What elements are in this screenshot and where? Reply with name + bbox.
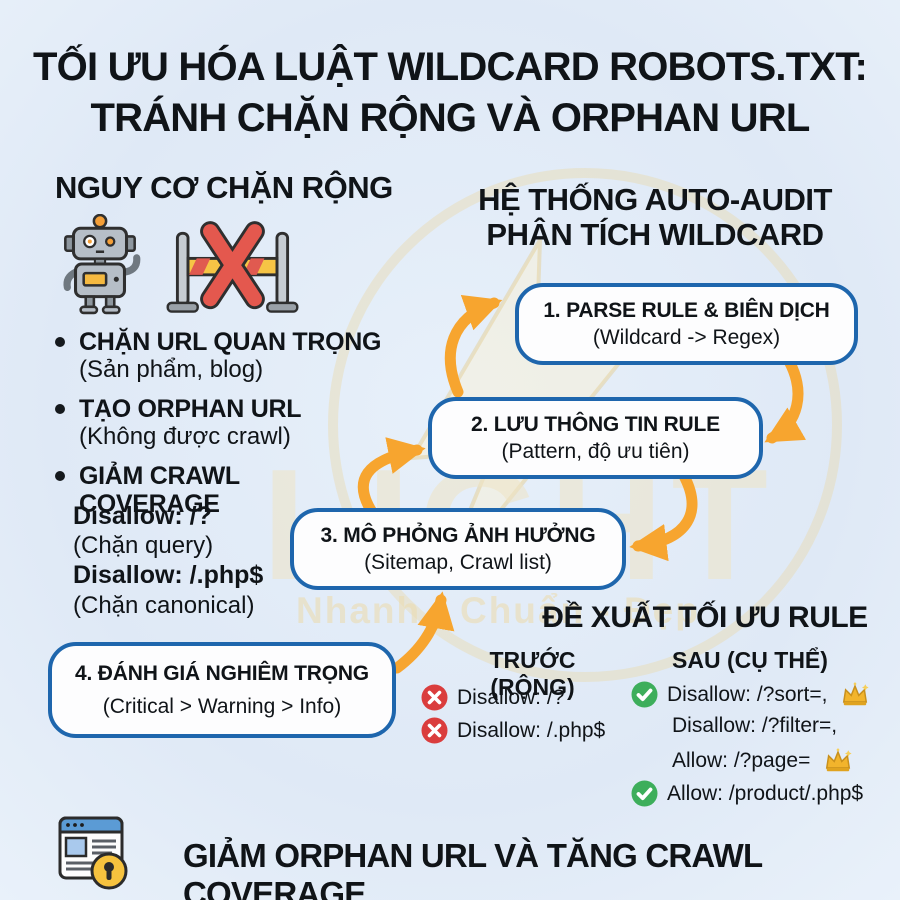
crown-icon (843, 682, 870, 706)
robot-icon (63, 214, 141, 315)
risk-bullet: CHẶN URL QUAN TRỌNG (Sản phẩm, blog) (55, 328, 385, 385)
watermark-tagline: Nhanh - Chuẩn - Đẹp (296, 590, 700, 631)
rule-text: Disallow: /?sort=, (667, 682, 828, 706)
step-title: 1. PARSE RULE & BIÊN DỊCH (543, 298, 830, 322)
audit-heading-line-2: PHÂN TÍCH WILDCARD (486, 216, 824, 252)
bullet-subtitle: (Không được crawl) (79, 422, 291, 450)
audit-section-heading: HỆ THỐNG AUTO-AUDIT PHÂN TÍCH WILDCARD (430, 182, 880, 252)
barrier-icon (166, 221, 299, 313)
x-circle-icon (421, 684, 448, 711)
rule-text: Disallow: /?filter=, (672, 714, 838, 737)
audit-heading-line-1: HỆ THỐNG AUTO-AUDIT (478, 182, 832, 217)
flow-step-3: 3. MÔ PHỎNG ẢNH HƯỞNG (Sitemap, Crawl li… (290, 508, 626, 590)
title-line-1: TỐI ƯU HÓA LUẬT WILDCARD ROBOTS.TXT: (33, 45, 868, 89)
bullet-dot (55, 470, 65, 481)
check-circle-icon (631, 780, 658, 807)
check-circle-icon (631, 681, 658, 708)
bullet-dot (55, 403, 65, 414)
flow-step-1: 1. PARSE RULE & BIÊN DỊCH (Wildcard -> R… (515, 283, 858, 365)
robots-code-block: Disallow: /? (Chặn query) Disallow: /.ph… (73, 501, 263, 620)
after-column-heading: SAU (CỤ THỂ) (672, 647, 828, 673)
rule-text: Allow: /?page= (672, 748, 811, 772)
x-circle-icon (421, 717, 448, 744)
step-subtitle: (Sitemap, Crawl list) (364, 550, 552, 574)
step-subtitle: (Wildcard -> Regex) (592, 325, 781, 349)
rule-text: Disallow: /.php$ (457, 718, 606, 742)
before-column-heading: TRƯỚC (RỘNG) (489, 647, 576, 700)
arrow-step2-to-step1 (444, 295, 503, 398)
footer-conclusion: GIẢM ORPHAN URL VÀ TĂNG CRAWL COVERAGE (183, 837, 763, 900)
code-line-note: (Chặn query) (73, 532, 214, 560)
after-rule-row: Disallow: /?sort=, (631, 681, 870, 708)
rule-text: Allow: /product/.php$ (667, 781, 864, 805)
risk-section-heading: NGUY CƠ CHẶN RỘNG (55, 170, 393, 205)
arrow-step2-to-step3 (629, 468, 698, 562)
flow-step-4: 4. ĐÁNH GIÁ NGHIÊM TRỌNG (Critical > War… (48, 642, 396, 738)
step-title: 4. ĐÁNH GIÁ NGHIÊM TRỌNG (75, 661, 369, 685)
suggestion-heading: ĐỀ XUẤT TỐI ƯU RULE (542, 601, 868, 634)
title-line-2: TRÁNH CHẶN RỘNG VÀ ORPHAN URL (90, 96, 810, 141)
browser-lock-icon (58, 816, 128, 890)
bullet-title: GIẢM CRAWL COVERAGE (79, 461, 240, 518)
arrow-step1-to-step2 (764, 355, 807, 444)
before-rule-row: Disallow: /? (421, 684, 564, 711)
step-subtitle: (Pattern, độ ưu tiên) (501, 439, 690, 463)
risk-bullet-list: CHẶN URL QUAN TRỌNG (Sản phẩm, blog) TẠO… (55, 328, 385, 528)
step-subtitle: (Critical > Warning > Info) (102, 694, 342, 718)
code-line: Disallow: /.php$ (73, 561, 264, 590)
crown-icon (826, 748, 852, 772)
flow-step-2: 2. LƯU THÔNG TIN RULE (Pattern, độ ưu ti… (428, 397, 763, 479)
step-title: 3. MÔ PHỎNG ẢNH HƯỞNG (320, 523, 596, 547)
arrow-step3-to-step2 (357, 437, 426, 518)
bullet-title: CHẶN URL QUAN TRỌNG (79, 328, 382, 356)
after-rule-row: Allow: /product/.php$ (631, 780, 863, 807)
before-rule-row: Disallow: /.php$ (421, 717, 605, 744)
page-title: TỐI ƯU HÓA LUẬT WILDCARD ROBOTS.TXT: TRÁ… (0, 42, 900, 144)
bullet-title: TẠO ORPHAN URL (79, 394, 302, 423)
risk-bullet: TẠO ORPHAN URL (Không được crawl) (55, 395, 385, 452)
bullet-subtitle: (Sản phẩm, blog) (79, 356, 264, 383)
bullet-dot (55, 337, 65, 347)
step-title: 2. LƯU THÔNG TIN RULE (471, 412, 720, 436)
risk-bullet: GIẢM CRAWL COVERAGE (55, 462, 385, 518)
arrow-step4-to-step3 (391, 591, 455, 674)
code-line-note: (Chặn canonical) (73, 591, 255, 619)
code-line: Disallow: /? (73, 502, 212, 530)
after-rule-row: Disallow: /?filter=, (672, 714, 837, 738)
rule-text: Disallow: /? (457, 685, 565, 709)
after-rule-row: Allow: /?page= (672, 747, 853, 774)
